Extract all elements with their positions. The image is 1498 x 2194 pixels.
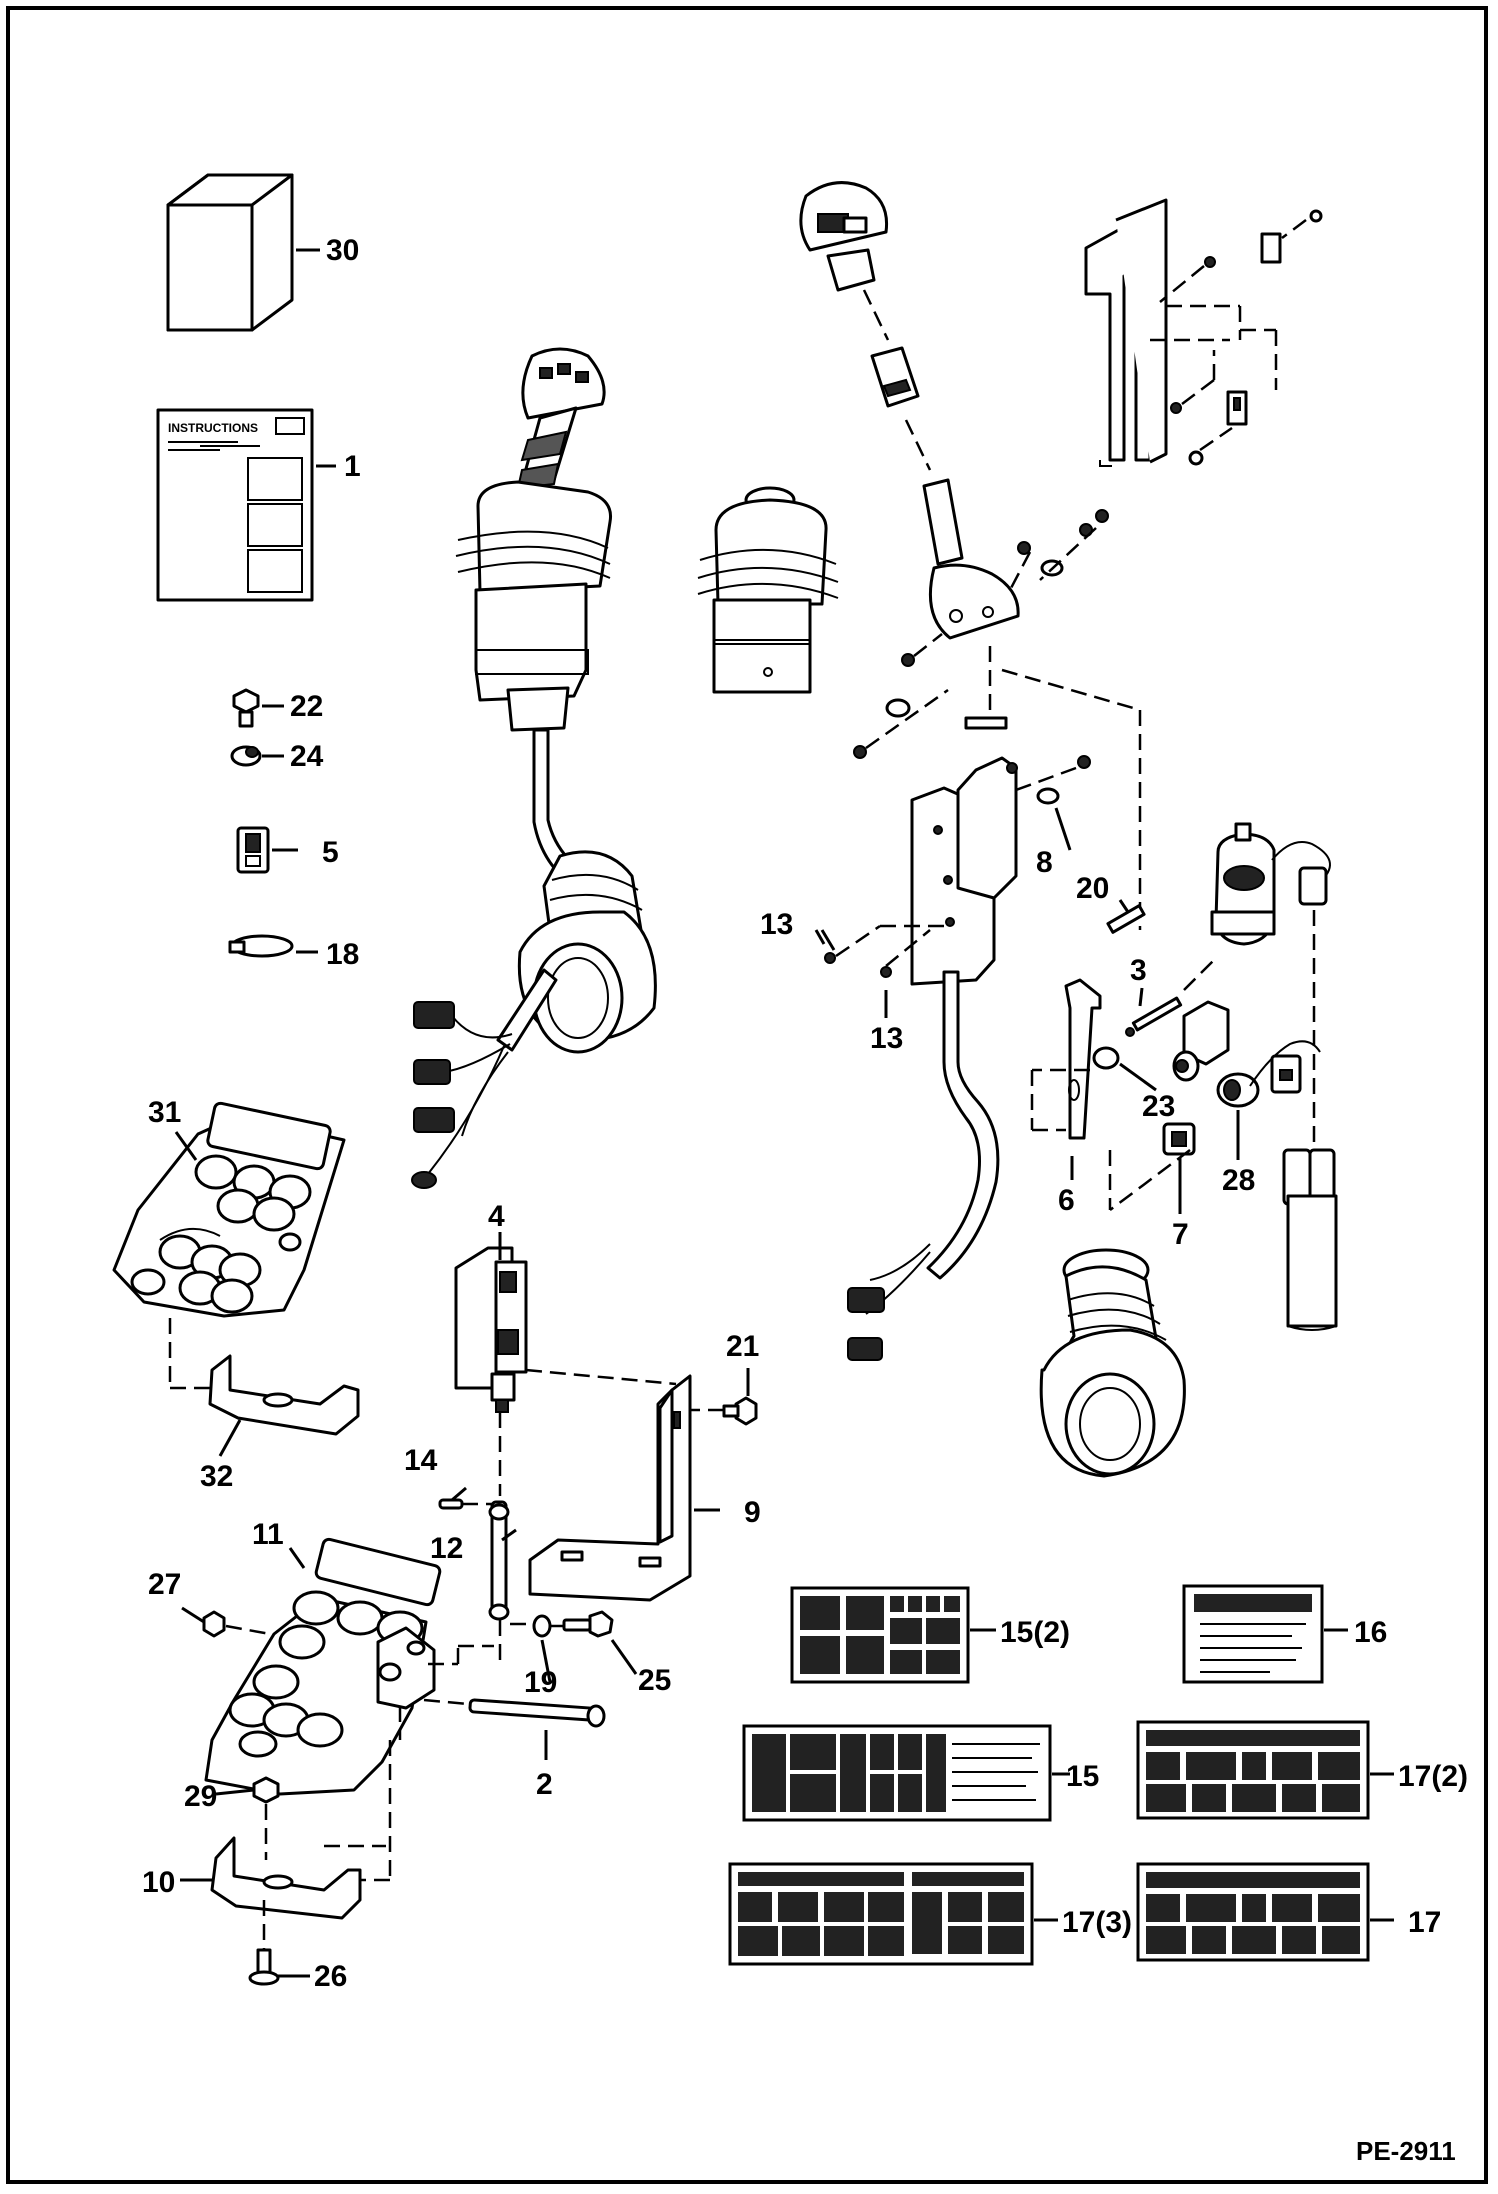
solenoid-harness-right [1030,822,1338,1331]
callout-1: 1 [344,450,361,483]
part-9-bracket [528,1374,720,1602]
callout-24: 24 [290,740,324,773]
part-27-nut [202,1610,271,1638]
part-31-pedal [112,1101,346,1318]
callout-13-upper: 13 [760,908,793,941]
diagram-frame [6,6,1488,2184]
callout-18: 18 [326,938,359,971]
joystick-boot-lower-right [1039,1248,1186,1478]
callout-6: 6 [1058,1184,1075,1217]
callout-22: 22 [290,690,323,723]
callout-27: 27 [148,1568,181,1601]
callout-32: 32 [200,1460,233,1493]
callout-15-2: 15(2) [1000,1616,1070,1649]
callout-17-2: 17(2) [1398,1760,1468,1793]
part-11-pedal [204,1537,494,1882]
callout-23: 23 [1142,1090,1175,1123]
part-2-pin [423,1698,606,1760]
callout-5: 5 [322,836,339,869]
part-30-box [166,173,320,332]
callout-15: 15 [1066,1760,1099,1793]
part-14-pin [438,1498,492,1510]
part-5-switch [236,826,298,874]
callout-3: 3 [1130,954,1147,987]
part-4-valve [454,1232,677,1496]
part-21-bolt [690,1396,758,1426]
callout-31: 31 [148,1096,181,1129]
part-24-washer [230,745,284,767]
part-12-rod [488,1500,510,1660]
callout-17-3: 17(3) [1062,1906,1132,1939]
part-1-instruction-sheet: INSTRUCTIONS [156,408,336,602]
cab-bracket-top-right [1084,198,1323,467]
mount-bracket-column [814,755,1091,1361]
part-25-bolt [550,1610,614,1638]
joystick-assembly-right [799,181,1142,930]
callout-leaders [174,807,1240,1978]
callout-29: 29 [184,1780,217,1813]
callout-9: 9 [744,1496,761,1529]
callout-8: 8 [1036,846,1053,879]
callout-19: 19 [524,1666,557,1699]
callout-7: 7 [1172,1218,1189,1251]
instruction-sheet-header: INSTRUCTIONS [168,421,258,435]
callout-20: 20 [1076,872,1109,905]
part-22-bolt [232,688,284,728]
callout-28: 28 [1222,1164,1255,1197]
part-10-bracket [210,1836,386,1920]
callout-4: 4 [488,1200,505,1233]
callout-12: 12 [430,1532,463,1565]
joystick-boot-center [697,486,839,694]
decal-15 [742,1724,1070,1822]
callout-11: 11 [252,1518,284,1551]
decal-17 [1136,1862,1394,1962]
decal-17x2 [1136,1720,1394,1820]
figure-number: PE-2911 [1356,2136,1456,2166]
part-26-bolt [248,1900,280,1986]
part-29-nut [252,1776,280,1860]
callout-17: 17 [1408,1906,1441,1939]
callout-2: 2 [536,1768,553,1801]
callout-25: 25 [638,1664,671,1697]
callout-10: 10 [142,1866,175,1899]
part-32-bracket [168,1318,360,1436]
decal-17x3 [728,1862,1058,1966]
decal-15x2 [790,1586,996,1684]
part-19-washer [510,1614,552,1638]
callout-30: 30 [326,234,359,267]
callout-21: 21 [726,1330,759,1363]
decal-16 [1182,1584,1348,1684]
callout-16: 16 [1354,1616,1387,1649]
callout-labels: 30 1 22 24 5 18 31 32 4 21 9 14 12 11 27… [142,234,1468,1993]
callout-13-lower: 13 [870,1022,903,1055]
callout-26: 26 [314,1960,347,1993]
joystick-assembly-left [411,347,657,1189]
callout-14: 14 [404,1444,438,1477]
part-18-clamp [228,934,318,958]
